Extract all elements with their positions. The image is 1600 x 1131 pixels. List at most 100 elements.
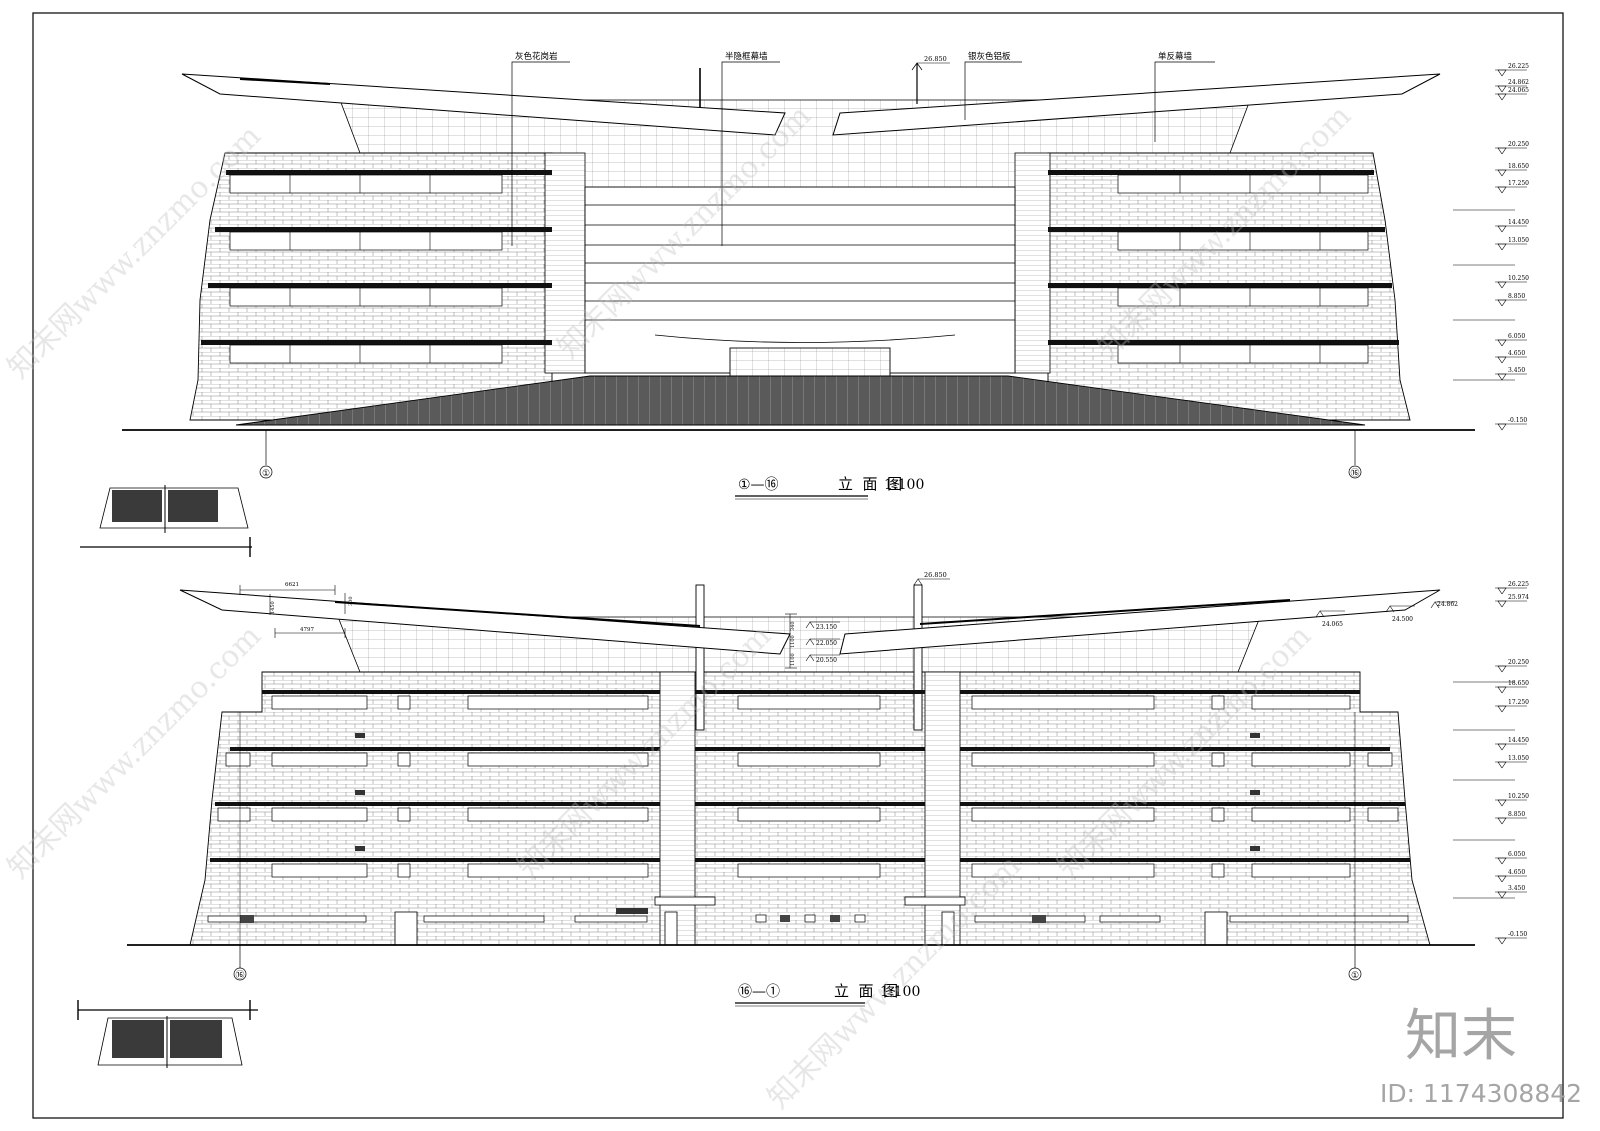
- level-value: 20.250: [1508, 659, 1529, 666]
- top-center-glazing-lines: [585, 204, 1015, 321]
- bottom-dim-1100a: 1100: [790, 635, 796, 648]
- level-value: 17.250: [1508, 180, 1529, 187]
- level-marker-icon: [1497, 186, 1507, 194]
- level-value: 3.450: [1508, 367, 1525, 374]
- level-value: 13.050: [1508, 755, 1529, 762]
- top-elevation-scale: 1:100: [884, 477, 924, 493]
- level-marker-icon: [1497, 225, 1507, 233]
- elevation-bottom: 6621 4797 300 1450 340 1100 1100 23.150 …: [127, 571, 1475, 1007]
- top-center-glazing: [584, 186, 1016, 374]
- top-axis-left: ①: [262, 469, 270, 479]
- level-marker-icon: [1497, 705, 1507, 713]
- level-value: 24.065: [1508, 87, 1529, 94]
- bottom-dim-6621: 6621: [285, 582, 299, 588]
- top-plaza-canopy: [235, 375, 1366, 426]
- callout-granite: 灰色花岗岩: [515, 51, 558, 62]
- bottom-roof-right: [839, 589, 1441, 655]
- level-value: 14.450: [1508, 219, 1529, 226]
- top-entrance-arch: [654, 334, 956, 343]
- top-right-window-bands: [1048, 170, 1399, 364]
- bottom-elevation-title: ⑯—①: [738, 984, 780, 1000]
- top-left-window-bands: [201, 170, 552, 364]
- level-marker-icon: [1497, 665, 1507, 673]
- bottom-top-level: 26.850: [924, 571, 947, 579]
- level-value: 4.650: [1508, 350, 1525, 357]
- bottom-dimension-lines: [239, 585, 797, 669]
- bottom-elevation-scale: 1:100: [880, 984, 920, 1000]
- level-value: 10.250: [1508, 275, 1529, 282]
- top-window-mullions: [289, 175, 1321, 363]
- level-value: 14.450: [1508, 737, 1529, 744]
- bottom-canopy-left: [654, 896, 716, 906]
- bottom-roof-level-24500: 24.500: [1392, 616, 1413, 623]
- level-marker-icon: [1497, 373, 1507, 381]
- level-marker-icon: [1497, 587, 1507, 595]
- level-value: 18.650: [1508, 680, 1529, 687]
- bottom-windows: [217, 695, 1399, 878]
- level-value: 10.250: [1508, 793, 1529, 800]
- level-value: 8.850: [1508, 293, 1525, 300]
- level-value: 8.850: [1508, 811, 1525, 818]
- bottom-right-mast: [913, 584, 923, 731]
- level-marker-icon: [1497, 85, 1507, 93]
- bottom-dim-4797: 4797: [300, 627, 314, 633]
- level-value: 20.250: [1508, 141, 1529, 148]
- level-marker-icon: [1497, 875, 1507, 883]
- bottom-roof-level-24065: 24.065: [1322, 621, 1343, 628]
- callout-aluminium-panel: 银灰色铝板: [968, 51, 1011, 62]
- bottom-dim-1100b: 1100: [790, 653, 796, 666]
- level-marker-icon: [1497, 761, 1507, 769]
- level-marker-icon: [1497, 69, 1507, 77]
- bottom-door-right: [1204, 911, 1228, 946]
- level-marker-icon: [1497, 169, 1507, 177]
- bottom-level-markers: 26.225 25.974 20.250 18.650 17.250 14.450 13.0…: [1453, 581, 1529, 945]
- level-value: 6.050: [1508, 851, 1525, 858]
- top-roof-right: [832, 73, 1441, 136]
- level-value: 17.250: [1508, 699, 1529, 706]
- level-marker-icon: [1497, 93, 1507, 101]
- bottom-axis-right: ①: [1351, 971, 1359, 981]
- watermark-id: ID: 1174308842: [1380, 1079, 1582, 1108]
- bottom-dim-300: 300: [348, 596, 354, 606]
- top-callout-leaders: [511, 61, 1215, 246]
- callout-semi-hidden-curtain-wall: 半隐框幕墙: [725, 51, 768, 62]
- bottom-dim-340: 340: [790, 621, 796, 631]
- bottom-axis-left: ⑯: [235, 970, 244, 981]
- bottom-roof-level-24862: 24.862: [1437, 601, 1458, 608]
- bottom-window-bands: [210, 690, 1410, 862]
- top-elevation-title-word: 立 面 图: [838, 475, 902, 493]
- bottom-ground-windows: [207, 914, 1409, 923]
- level-value: -0.150: [1508, 931, 1527, 938]
- bottom-door-mid-left: [664, 911, 678, 946]
- level-value: 4.650: [1508, 869, 1525, 876]
- top-key-plan: [80, 485, 252, 557]
- level-marker-icon: [1497, 891, 1507, 899]
- level-value: 25.974: [1508, 594, 1529, 601]
- top-level-markers: 26.22524.86224.06520.25018.65017.25014.4…: [1453, 63, 1529, 431]
- level-value: -0.150: [1508, 417, 1527, 424]
- bottom-elevation-title-word: 立 面 图: [834, 982, 898, 1000]
- bottom-level-22050: 22.050: [816, 640, 837, 647]
- level-value: 26.225: [1508, 581, 1529, 588]
- top-callout-level: 26.850: [924, 55, 947, 63]
- top-elevation-title: ①—⑯: [738, 477, 779, 493]
- level-marker-icon: [1497, 857, 1507, 865]
- level-value: 13.050: [1508, 237, 1529, 244]
- level-marker-icon: [1497, 356, 1507, 364]
- bottom-mid-level-marks: [805, 578, 1455, 662]
- level-marker-icon: [1497, 799, 1507, 807]
- level-marker-icon: [1497, 743, 1507, 751]
- callout-reflective-curtain-wall: 单反幕墙: [1158, 51, 1193, 62]
- top-right-pier: [1014, 152, 1051, 374]
- level-value: 6.050: [1508, 333, 1525, 340]
- bottom-key-plan: [77, 1000, 258, 1068]
- level-value: 24.862: [1508, 79, 1529, 86]
- bottom-level-23150: 23.150: [816, 624, 837, 631]
- watermark-logo: 知末: [1405, 1004, 1517, 1069]
- sheet-border: [32, 12, 1564, 1119]
- level-marker-icon: [1497, 423, 1507, 431]
- level-value: 26.225: [1508, 63, 1529, 70]
- level-marker-icon: [1497, 243, 1507, 251]
- level-marker-icon: [1497, 817, 1507, 825]
